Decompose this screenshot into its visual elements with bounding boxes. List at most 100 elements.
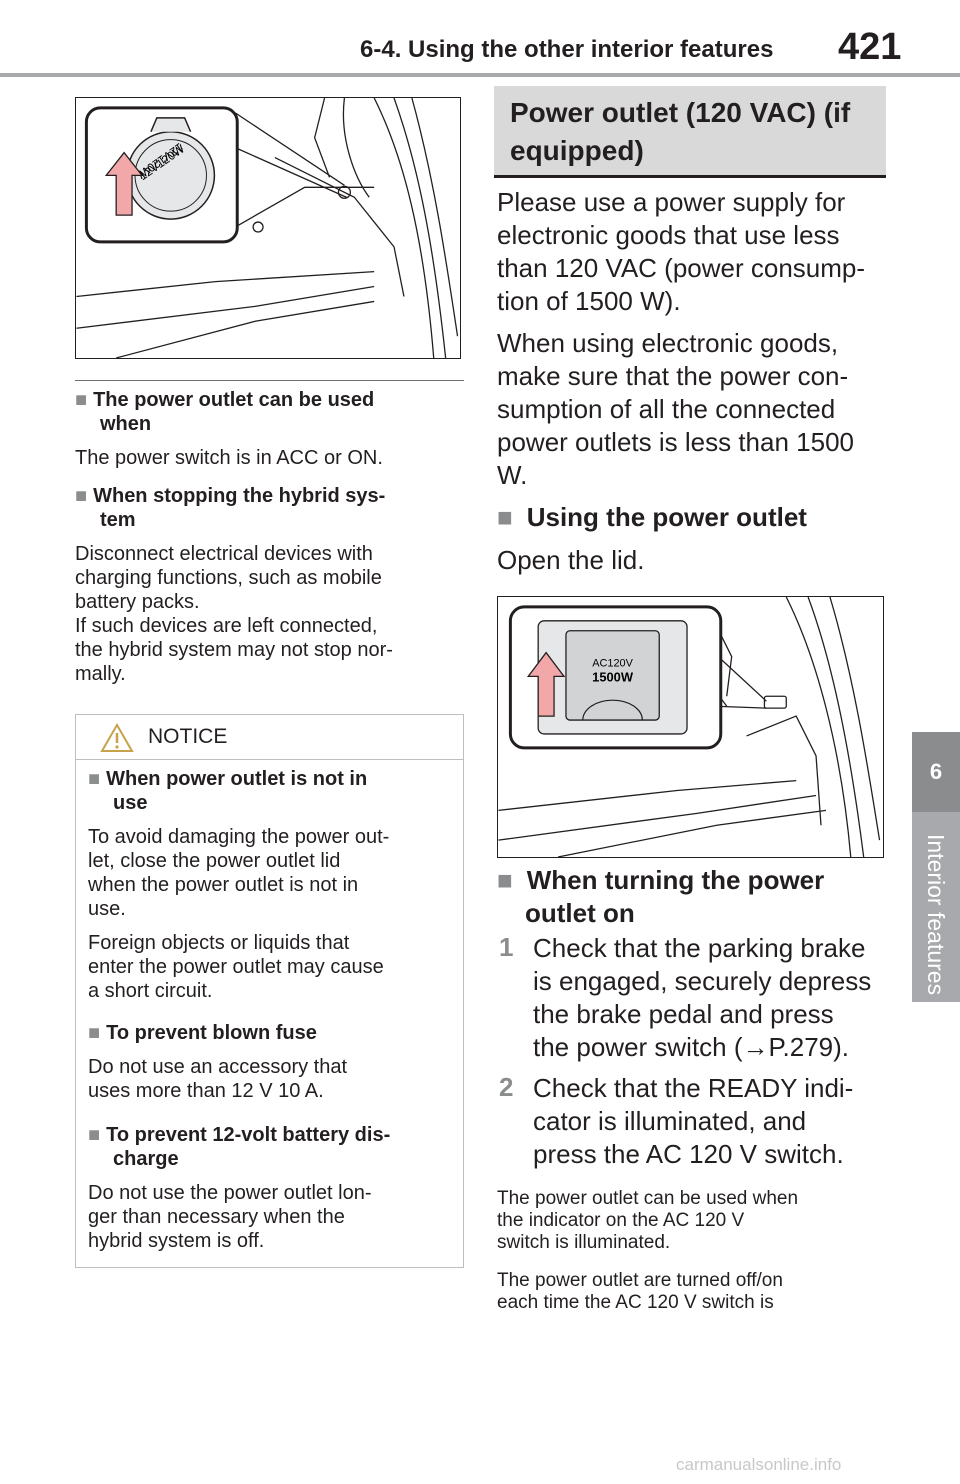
section-heading-text: Power outlet (120 VAC) (if equipped) <box>510 94 850 170</box>
note-line: the indicator on the AC 120 V <box>497 1210 745 1231</box>
body-line: tion of 1500 W). <box>497 286 681 316</box>
square-bullet-icon: ■ <box>497 865 513 895</box>
notice-line: Do not use the power outlet lon- <box>88 1182 372 1204</box>
body-line: sumption of all the connected <box>497 394 836 424</box>
ac-label-top: AC120V <box>592 657 633 669</box>
note-line: each time the AC 120 V switch is <box>497 1292 774 1313</box>
body-line: battery packs. <box>75 591 200 613</box>
body-line: charging functions, such as mobile <box>75 567 382 589</box>
subheading-line: When power outlet is not in <box>106 768 368 790</box>
notice-line: enter the power outlet may cause <box>88 956 384 978</box>
subheading-line: To prevent 12-volt battery dis- <box>106 1124 391 1146</box>
section-heading: Power outlet (120 VAC) (if equipped) <box>494 86 886 178</box>
notice-subheading: ■To prevent 12-volt battery dis- charge <box>88 1123 458 1171</box>
notice-line: hybrid system is off. <box>88 1230 265 1252</box>
step-line: press the AC 120 V switch. <box>533 1139 844 1169</box>
square-bullet-icon: ■ <box>88 768 101 790</box>
body-paragraph: Disconnect electrical devices with charg… <box>75 542 393 686</box>
notice-line: Do not use an accessory that <box>88 1056 348 1078</box>
body-text: The power switch is in ACC or ON. <box>75 447 383 469</box>
step-line: Check that the parking brake <box>533 933 866 963</box>
step-text: Check that the parking brake is engaged,… <box>533 932 883 1064</box>
body-line: Disconnect electrical devices with <box>75 543 373 565</box>
notice-line: uses more than 12 V 10 A. <box>88 1080 324 1102</box>
step-line: the brake pedal and press <box>533 999 834 1029</box>
cargo-area-illustration: 12V120W 12V120W <box>76 98 459 358</box>
subheading-line: Using the power outlet <box>526 502 807 532</box>
body-line: W. <box>497 460 528 490</box>
subheading-line: When stopping the hybrid sys- <box>93 485 386 507</box>
subheading-line: outlet on <box>525 898 635 928</box>
notice-paragraph: Do not use the power outlet lon- ger tha… <box>88 1181 372 1253</box>
notice-line: a short circuit. <box>88 980 213 1002</box>
notice-subheading: ■To prevent blown fuse <box>88 1021 458 1045</box>
body-line: the hybrid system may not stop nor- <box>75 639 393 661</box>
body-text: Open the lid. <box>497 545 645 575</box>
body-line: make sure that the power con- <box>497 361 849 391</box>
subheading-line: To prevent blown fuse <box>106 1022 317 1044</box>
page-number: 421 <box>838 26 902 68</box>
subheading-line: When turning the power <box>526 865 825 895</box>
notice-line: use. <box>88 898 126 920</box>
notice-paragraph: To avoid damaging the power out- let, cl… <box>88 825 389 921</box>
subheading-line: The power outlet can be used <box>93 389 375 411</box>
section-header-title: 6-4. Using the other interior features <box>360 36 774 63</box>
notice-line: when the power outlet is not in <box>88 874 359 896</box>
note-paragraph: The power outlet are turned off/on each … <box>497 1270 783 1314</box>
notice-paragraph: Do not use an accessory that uses more t… <box>88 1055 347 1103</box>
notice-title: NOTICE <box>148 725 228 748</box>
notice-line: let, close the power outlet lid <box>88 850 341 872</box>
body-line: When using electronic goods, <box>497 328 839 358</box>
notice-line: To avoid damaging the power out- <box>88 826 390 848</box>
body-line: Please use a power supply for <box>497 187 846 217</box>
cargo-area-ac-illustration: AC120V 1500W <box>498 597 881 857</box>
note-paragraph: The power outlet can be used when the in… <box>497 1188 798 1254</box>
step-number: 1 <box>499 932 514 962</box>
notice-box: NOTICE ■When power outlet is not in use … <box>75 714 464 1268</box>
divider <box>75 380 464 381</box>
chapter-tab-label: Interior features <box>912 812 960 1002</box>
warning-triangle-icon <box>100 723 134 752</box>
subheading-line: charge <box>113 1148 179 1170</box>
notice-subheading: ■When power outlet is not in use <box>88 767 458 815</box>
ac-label-bottom: 1500W <box>592 669 634 684</box>
subheading-turning-on: ■ When turning the power outlet on <box>497 864 824 930</box>
arrow-up-icon <box>104 151 144 216</box>
note-line: The power outlet are turned off/on <box>497 1270 783 1291</box>
subheading-power-outlet-when: ■The power outlet can be used when <box>75 388 465 436</box>
body-paragraph: Please use a power supply for electronic… <box>497 186 865 318</box>
subheading-line: when <box>100 413 152 435</box>
body-line: If such devices are left connected, <box>75 615 378 637</box>
square-bullet-icon: ■ <box>88 1022 101 1044</box>
step-number: 2 <box>499 1072 514 1102</box>
body-line: power outlets is less than 1500 <box>497 427 854 457</box>
body-paragraph: When using electronic goods, make sure t… <box>497 327 854 492</box>
body-line: electronic goods that use less <box>497 220 840 250</box>
square-bullet-icon: ■ <box>88 1124 101 1146</box>
step-line: the power switch (→P.279). <box>533 1032 849 1062</box>
subheading-line: use <box>113 792 148 814</box>
square-bullet-icon: ■ <box>497 502 513 532</box>
notice-line: Foreign objects or liquids that <box>88 932 350 954</box>
figure-12v-outlet: 12V120W 12V120W <box>75 97 461 359</box>
arrow-up-icon <box>526 651 566 717</box>
chapter-tab-number: 6 <box>912 732 960 812</box>
step-line: is engaged, securely depress <box>533 966 872 996</box>
note-line: switch is illuminated. <box>497 1232 671 1253</box>
notice-header: NOTICE <box>76 715 463 760</box>
subheading-stopping-hybrid: ■When stopping the hybrid sys- tem <box>75 484 465 532</box>
note-line: The power outlet can be used when <box>497 1188 799 1209</box>
body-line: than 120 VAC (power consump- <box>497 253 866 283</box>
body-line: mally. <box>75 663 126 685</box>
subheading-line: tem <box>100 509 136 531</box>
section-heading-line: equipped) <box>510 135 644 166</box>
step-text: Check that the READY indi- cator is illu… <box>533 1072 883 1171</box>
chapter-tab-text: Interior features <box>923 834 949 996</box>
square-bullet-icon: ■ <box>75 389 88 411</box>
section-heading-line: Power outlet (120 VAC) (if <box>510 97 851 128</box>
header-rule <box>0 73 960 77</box>
notice-paragraph: Foreign objects or liquids that enter th… <box>88 931 384 1003</box>
step-line: Check that the READY indi- <box>533 1073 854 1103</box>
square-bullet-icon: ■ <box>75 485 88 507</box>
subheading-using-outlet: ■ Using the power outlet <box>497 501 807 534</box>
